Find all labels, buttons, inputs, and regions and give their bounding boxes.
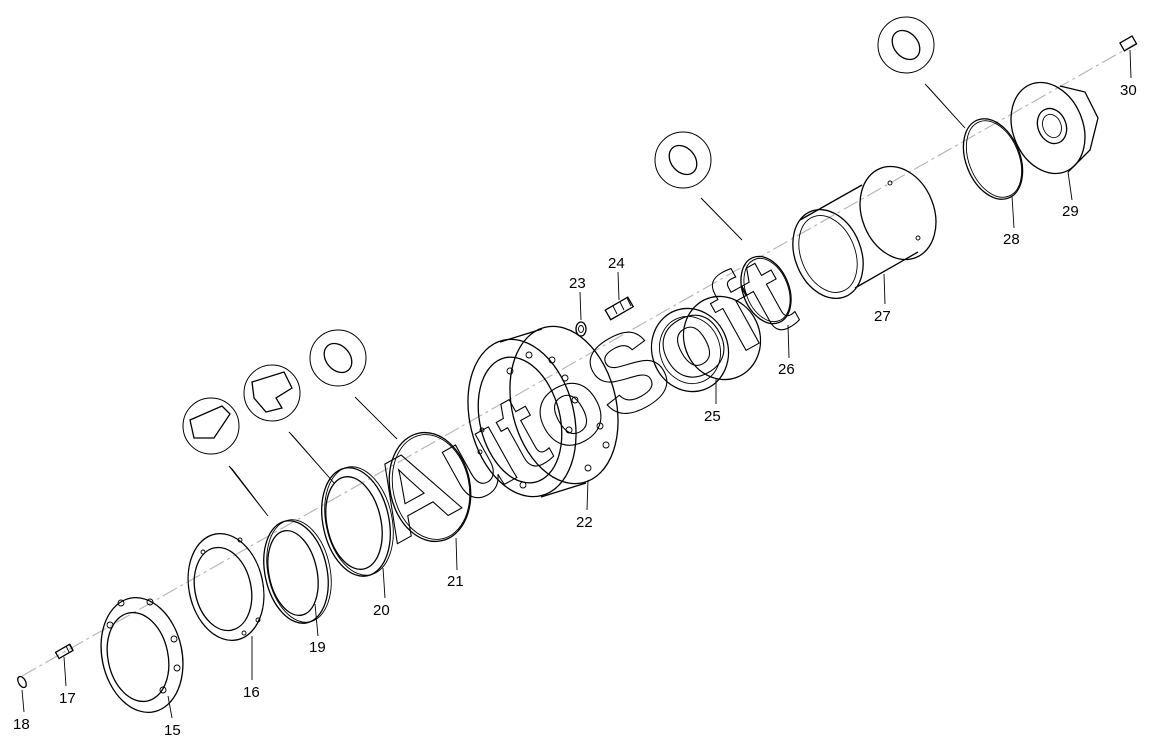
part-15-flange-plate[interactable] (91, 590, 193, 720)
part-label-25: 25 (704, 408, 721, 425)
part-28-o-ring[interactable] (952, 110, 1034, 208)
section-callout-19 (182, 397, 269, 517)
section-callout-20 (243, 364, 335, 484)
part-26-o-ring[interactable] (732, 249, 801, 331)
section-callout-21 (309, 329, 398, 440)
part-label-30: 30 (1120, 82, 1137, 99)
part-27-sleeve[interactable] (780, 155, 949, 309)
part-label-18: 18 (13, 716, 30, 733)
part-30-vent-plug[interactable] (1119, 35, 1138, 52)
part-16-gasket[interactable] (179, 526, 274, 647)
part-label-15: 15 (164, 722, 181, 739)
part-17-screw[interactable] (54, 643, 74, 660)
part-label-16: 16 (243, 684, 260, 701)
part-29-end-cap[interactable] (998, 71, 1099, 184)
part-22-housing[interactable] (452, 315, 634, 508)
part-25-bushing[interactable] (640, 286, 772, 403)
part-label-19: 19 (309, 639, 326, 656)
part-label-22: 22 (576, 514, 593, 531)
part-23-washer[interactable] (575, 321, 587, 337)
part-label-23: 23 (569, 275, 586, 292)
part-24-fitting[interactable] (604, 296, 635, 321)
part-label-29: 29 (1062, 203, 1079, 220)
section-callout-26 (654, 131, 743, 241)
leader-lines (21, 49, 1132, 719)
center-axis (21, 43, 1136, 677)
part-18-plug[interactable] (16, 675, 28, 689)
part-label-24: 24 (608, 255, 625, 272)
part-21-o-ring[interactable] (379, 425, 480, 549)
part-label-26: 26 (778, 361, 795, 378)
part-label-27: 27 (874, 308, 891, 325)
part-20-seal-ring[interactable] (312, 460, 402, 582)
section-callout-28 (877, 16, 966, 129)
part-label-21: 21 (447, 573, 464, 590)
part-19-seal-ring[interactable] (255, 514, 340, 630)
part-label-28: 28 (1003, 231, 1020, 248)
part-label-20: 20 (373, 602, 390, 619)
part-label-17: 17 (59, 690, 76, 707)
